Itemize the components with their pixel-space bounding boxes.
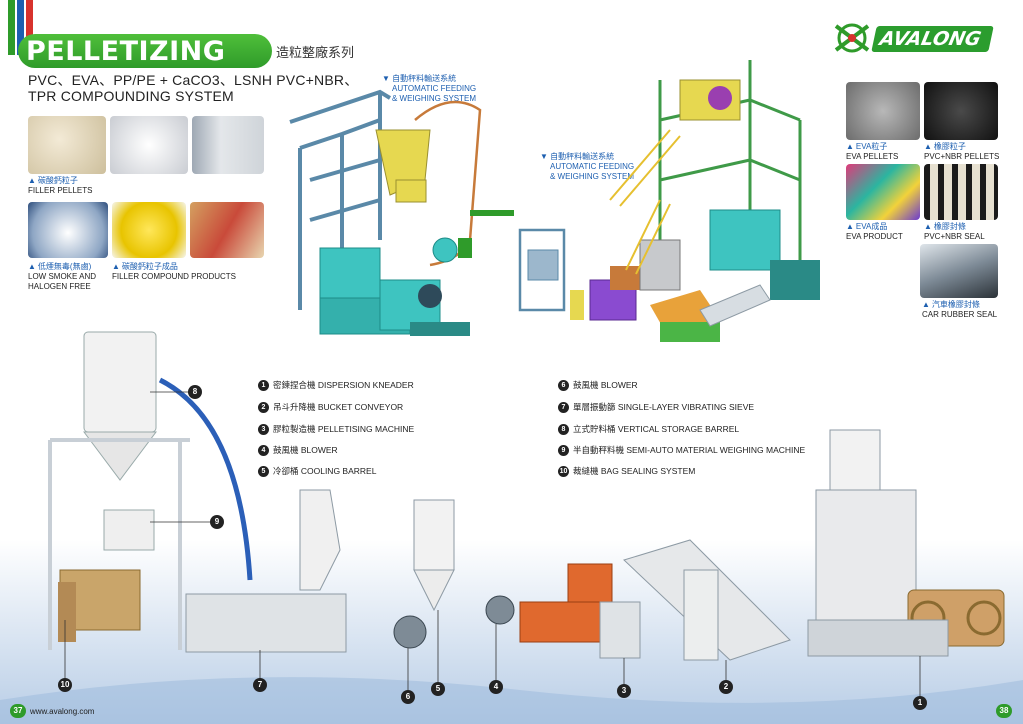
caption-arrow-icon: ▲ (28, 262, 36, 271)
avalong-logo-text: AVALONG (871, 26, 994, 52)
machine-badge-3: 3 (617, 684, 631, 698)
pvc-nbr-seal-caption: ▲橡膠封條 PVC+NBR SEAL (924, 222, 985, 241)
legend-number-badge: 2 (258, 401, 269, 413)
legend-number-badge: 7 (558, 401, 569, 413)
page-title-chinese: 造粒整廠系列 (276, 45, 355, 60)
machine-badge-5: 5 (431, 682, 445, 696)
caption-arrow-icon: ▲ (28, 176, 36, 185)
subtitle-line-2: TPR COMPOUNDING SYSTEM (28, 88, 234, 104)
avalong-logo-icon (834, 23, 870, 53)
filler-sheet-photo (192, 116, 264, 174)
filler-compound-caption: ▲碳酸鈣粒子成品 FILLER COMPOUND PRODUCTS (112, 262, 237, 281)
machine-badge-7: 7 (253, 678, 267, 692)
callout-arrow-icon: ▼ (382, 74, 390, 83)
caption-arrow-icon: ▲ (112, 262, 120, 271)
machine-badge-2: 2 (719, 680, 733, 694)
car-rubber-seal-photo (920, 244, 998, 298)
machine-badge-4: 4 (489, 680, 503, 694)
filler-pellets-caption: ▲碳酸鈣粒子 FILLER PELLETS (28, 176, 93, 195)
eva-product-caption: ▲EVA成品 EVA PRODUCT (846, 222, 903, 241)
filler-compound-photo-1 (112, 202, 186, 258)
machine-badge-6: 6 (401, 690, 415, 704)
pvc-nbr-pellets-caption: ▲橡膠粒子 PVC+NBR PELLETS (924, 142, 1000, 161)
machine-badge-9: 9 (210, 515, 224, 529)
pvc-nbr-seal-photo (924, 164, 998, 220)
filler-compound-photo-2 (190, 202, 264, 258)
page-number-right: 38 (996, 704, 1012, 718)
caption-arrow-icon: ▲ (922, 300, 930, 309)
legend-number-badge: 5 (258, 465, 269, 477)
production-line-illustration (48, 331, 1005, 696)
eva-pellets-caption: ▲EVA粒子 EVA PELLETS (846, 142, 899, 161)
halogen-free-photo (28, 202, 108, 258)
legend-number-badge: 8 (558, 423, 569, 435)
legend-number-badge: 9 (558, 444, 569, 456)
machine-badge-10: 10 (58, 678, 72, 692)
subtitle-line-1: PVC、EVA、PP/PE + CaCO3、LSNH PVC+NBR、 (28, 72, 359, 88)
caption-arrow-icon: ▲ (924, 222, 932, 231)
machine-badge-8: 8 (188, 385, 202, 399)
legend-number-badge: 3 (258, 423, 269, 435)
eva-pellets-photo (846, 82, 920, 140)
legend-number-badge: 1 (258, 379, 269, 391)
caption-arrow-icon: ▲ (924, 142, 932, 151)
caption-arrow-icon: ▲ (846, 142, 854, 151)
legend-number-badge: 10 (558, 465, 569, 477)
caption-arrow-icon: ▲ (846, 222, 854, 231)
eva-product-photo (846, 164, 920, 220)
title-banner (18, 34, 272, 68)
halogen-free-caption: ▲低煙無毒(無鹵) LOW SMOKE AND HALOGEN FREE (28, 262, 97, 291)
pvc-nbr-pellets-photo (924, 82, 998, 140)
machine-badge-1: 1 (913, 696, 927, 710)
plant-layout-diagram (289, 60, 820, 342)
auto-feeding-callout-1: ▼ 自動秤料輸送系統 AUTOMATIC FEEDING & WEIGHING … (382, 74, 477, 103)
legend-number-badge: 4 (258, 444, 269, 456)
page-number-left: 37 (10, 704, 26, 718)
car-rubber-seal-caption: ▲汽車橡膠封條 CAR RUBBER SEAL (922, 300, 998, 319)
filler-pellets-photo-1 (28, 116, 106, 174)
legend-number-badge: 6 (558, 379, 569, 391)
corner-stripes-decoration (8, 0, 33, 55)
filler-pellets-photo-2 (110, 116, 188, 174)
auto-feeding-callout-2: ▼ 自動秤料輸送系統 AUTOMATIC FEEDING & WEIGHING … (540, 152, 635, 181)
website-url: www.avalong.com (30, 707, 95, 716)
page-title: PELLETIZING (26, 36, 226, 67)
callout-arrow-icon: ▼ (540, 152, 548, 161)
